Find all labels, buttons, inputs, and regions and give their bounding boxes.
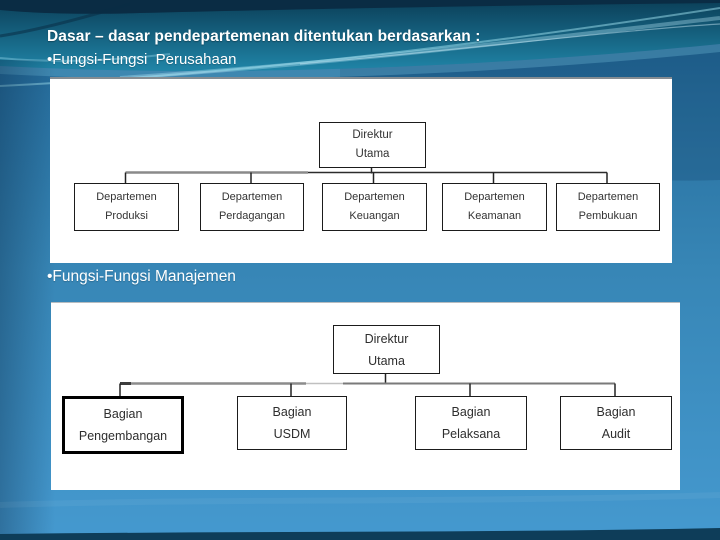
org-node-bagian-audit: Bagian Audit	[560, 396, 672, 450]
bullet-fungsi-perusahaan: •Fungsi-Fungsi Perusahaan	[47, 51, 237, 68]
org-chart-connector-lines	[124, 166, 608, 184]
org-node-bagian-pengembangan: Bagian Pengembangan	[62, 396, 184, 454]
org-chart-connector-lines	[119, 372, 616, 397]
org-node-direktur-utama: Direktur Utama	[333, 325, 440, 374]
panel-org-chart-perusahaan: Direktur Utama Departemen Produksi Depar…	[50, 77, 672, 263]
org-node-departemen-keuangan: Departemen Keuangan	[322, 183, 427, 231]
org-node-departemen-produksi: Departemen Produksi	[74, 183, 179, 231]
bullet-fungsi-manajemen: •Fungsi-Fungsi Manajemen	[47, 268, 236, 285]
panel-org-chart-manajemen: Direktur Utama Bagian Pengembangan Bagia…	[51, 302, 680, 490]
org-node-direktur-utama: Direktur Utama	[319, 122, 426, 168]
org-node-departemen-keamanan: Departemen Keamanan	[442, 183, 547, 231]
org-node-departemen-perdagangan: Departemen Perdagangan	[200, 183, 304, 231]
org-node-departemen-pembukuan: Departemen Pembukuan	[556, 183, 660, 231]
slide-title: Dasar – dasar pendepartemenan ditentukan…	[47, 28, 481, 45]
org-node-bagian-pelaksana: Bagian Pelaksana	[415, 396, 527, 450]
org-node-bagian-usdm: Bagian USDM	[237, 396, 347, 450]
